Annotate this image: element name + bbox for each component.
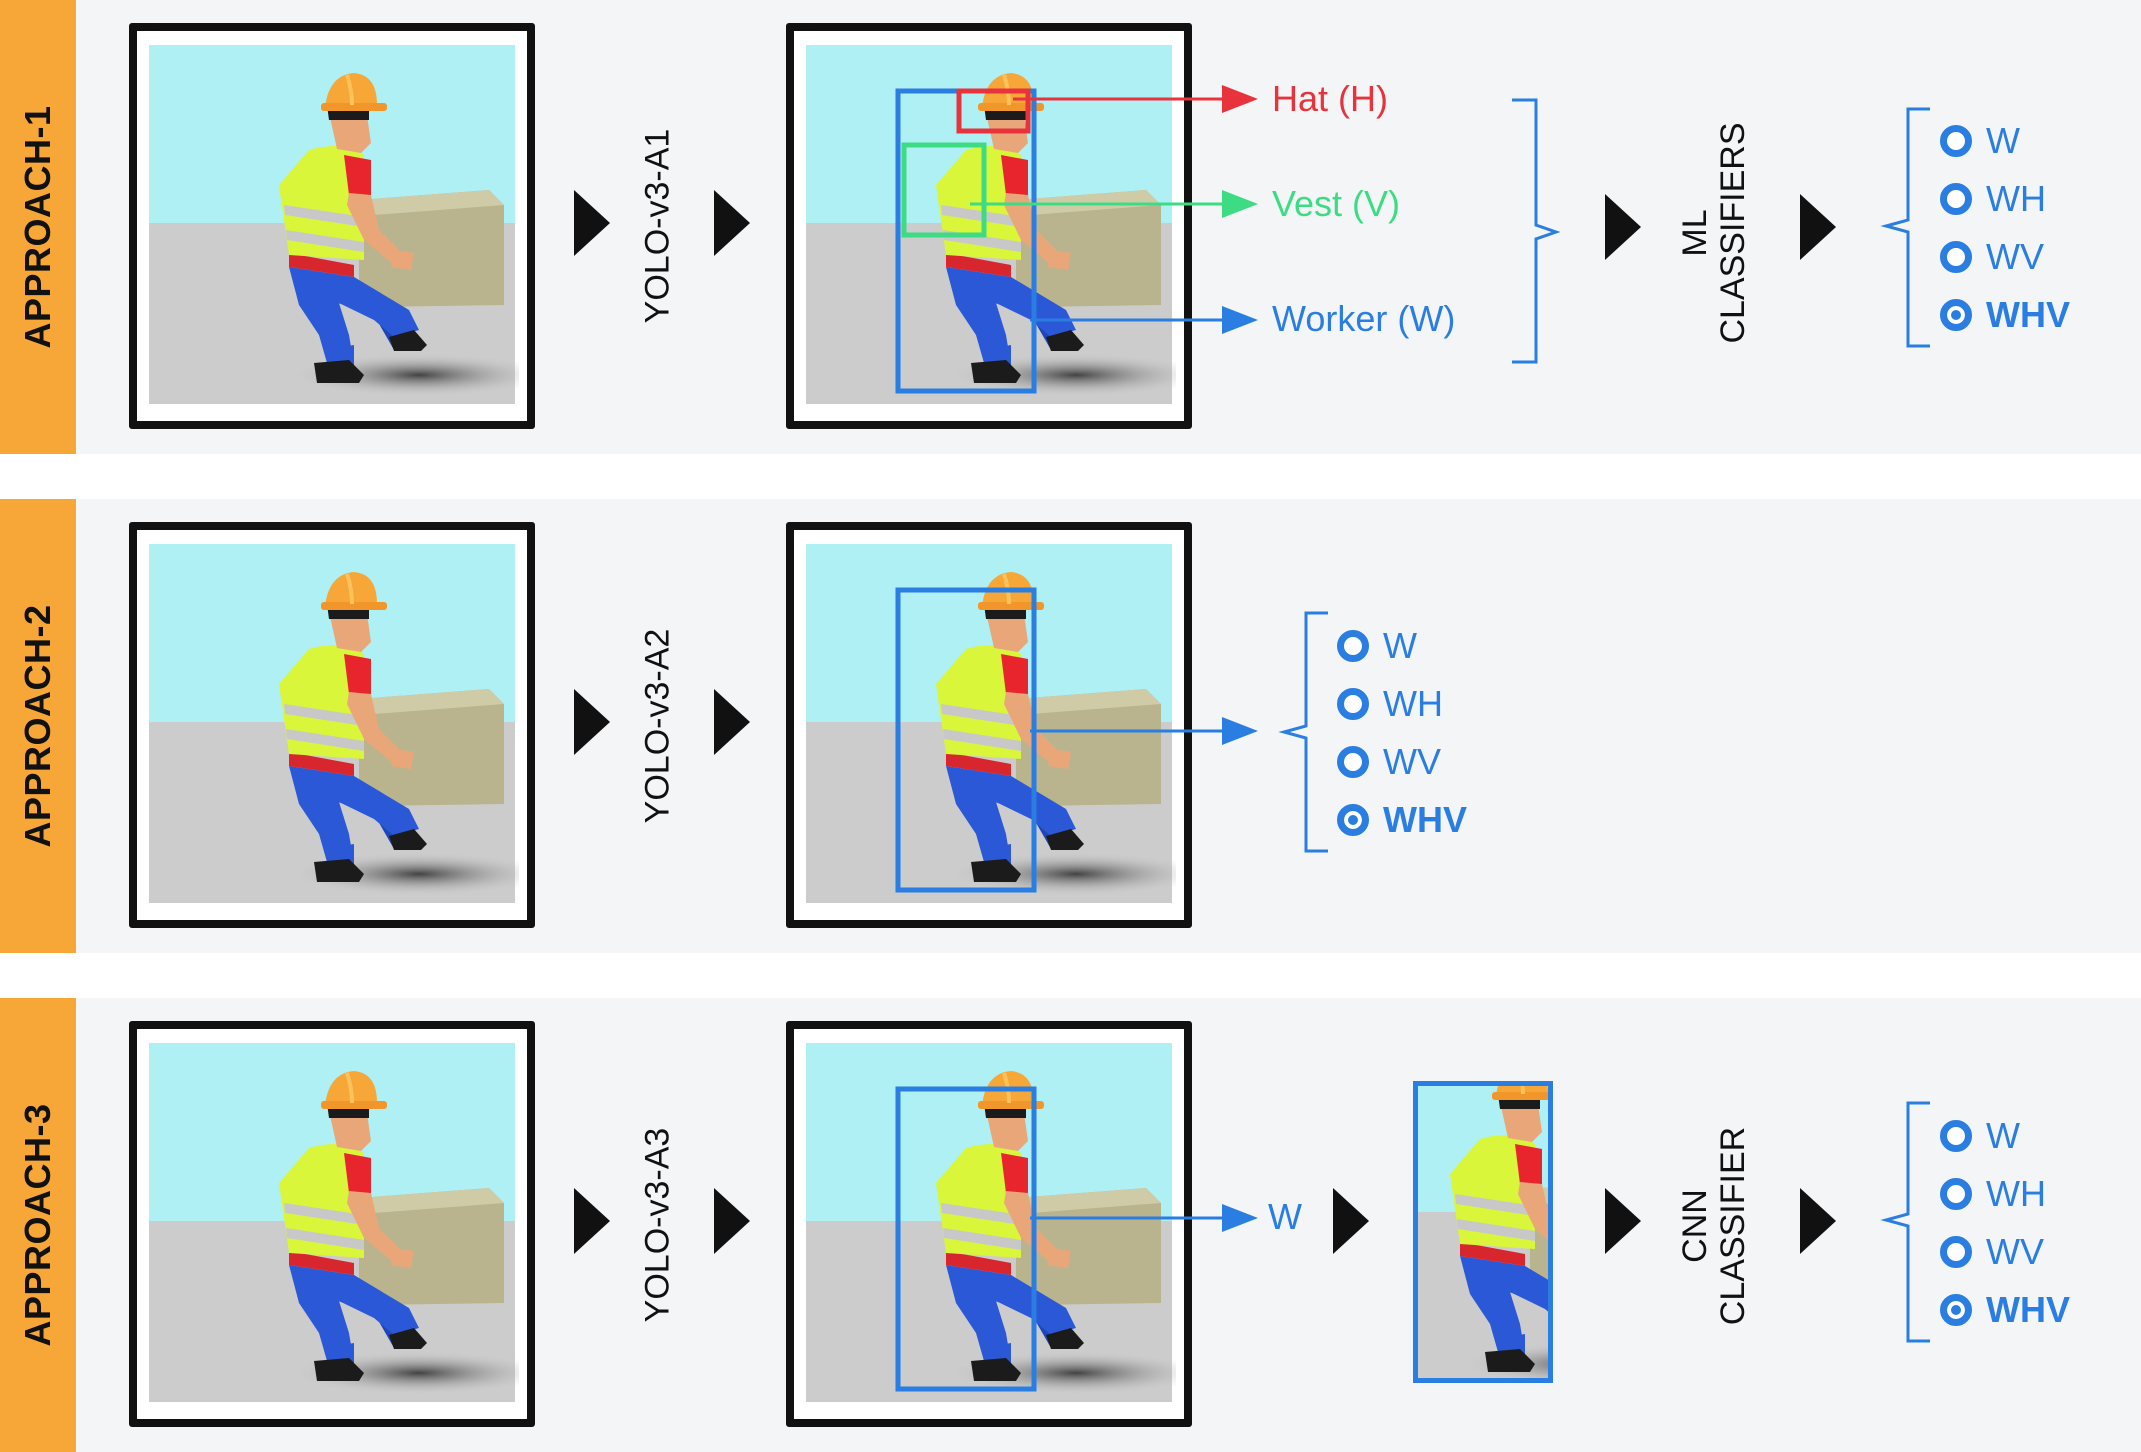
- approach-1-label: APPROACH-1: [17, 105, 58, 349]
- radio-icon: [1940, 1236, 1972, 1268]
- flow-arrow-icon: [1333, 1188, 1369, 1254]
- flow-arrow-icon: [574, 1188, 610, 1254]
- worker-image: [145, 39, 519, 413]
- flow-arrow-icon: [1605, 1188, 1641, 1254]
- worker-image: [145, 1037, 519, 1411]
- worker-image: [802, 39, 1176, 413]
- option-wv: WV: [1940, 236, 2044, 278]
- option-w: W: [1337, 625, 1417, 667]
- model-label-3: YOLO-v3-A3: [638, 1127, 677, 1323]
- detection-image-2: [786, 522, 1192, 928]
- flow-arrow-icon: [714, 689, 750, 755]
- worker-bbox: [895, 587, 1037, 893]
- option-wv: WV: [1940, 1231, 2044, 1273]
- input-image-3: [129, 1021, 535, 1427]
- model-label-1: YOLO-v3-A1: [638, 128, 677, 324]
- worker-image: [802, 538, 1176, 912]
- cropped-worker-image: [1413, 1081, 1553, 1383]
- worker-bbox: [895, 1086, 1037, 1392]
- radio-icon: [1940, 125, 1972, 157]
- input-image-1: [129, 23, 535, 429]
- approach-2-label: APPROACH-2: [17, 604, 58, 848]
- option-whv-selected: WHV: [1940, 294, 2070, 336]
- radio-icon: [1940, 241, 1972, 273]
- cnn-classifier-label: CNN CLASSIFIER: [1676, 1126, 1752, 1326]
- flow-arrow-icon: [1605, 194, 1641, 260]
- radio-selected-icon: [1337, 804, 1369, 836]
- option-wh: WH: [1337, 683, 1443, 725]
- vest-bbox: [901, 142, 987, 238]
- radio-icon: [1337, 630, 1369, 662]
- radio-icon: [1940, 183, 1972, 215]
- radio-icon: [1940, 1178, 1972, 1210]
- option-whv-selected: WHV: [1940, 1289, 2070, 1331]
- crop-label: W: [1268, 1196, 1302, 1237]
- input-image-2: [129, 522, 535, 928]
- approach-1-tab: APPROACH-1: [0, 0, 76, 454]
- hat-bbox: [956, 88, 1031, 134]
- hat-label: Hat (H): [1272, 78, 1388, 119]
- option-whv-selected: WHV: [1337, 799, 1467, 841]
- ml-classifiers-label: ML CLASSIFIERS: [1676, 122, 1752, 344]
- worker-label: Worker (W): [1272, 298, 1456, 339]
- option-wh: WH: [1940, 178, 2046, 220]
- worker-image: [802, 1037, 1176, 1411]
- detection-image-3: [786, 1021, 1192, 1427]
- detection-image-1: [786, 23, 1192, 429]
- flow-arrow-icon: [574, 689, 610, 755]
- flow-arrow-icon: [1800, 1188, 1836, 1254]
- radio-icon: [1337, 688, 1369, 720]
- option-wh: WH: [1940, 1173, 2046, 1215]
- radio-selected-icon: [1940, 299, 1972, 331]
- radio-icon: [1940, 1120, 1972, 1152]
- approach-3-tab: APPROACH-3: [0, 998, 76, 1452]
- option-wv: WV: [1337, 741, 1441, 783]
- flow-arrow-icon: [714, 1188, 750, 1254]
- vest-label: Vest (V): [1272, 183, 1401, 224]
- approach-3-label: APPROACH-3: [17, 1103, 58, 1347]
- flow-arrow-icon: [714, 190, 750, 256]
- option-w: W: [1940, 1115, 2020, 1157]
- model-label-2: YOLO-v3-A2: [638, 628, 677, 824]
- option-w: W: [1940, 120, 2020, 162]
- worker-image: [145, 538, 519, 912]
- radio-selected-icon: [1940, 1294, 1972, 1326]
- flow-arrow-icon: [1800, 194, 1836, 260]
- flow-arrow-icon: [574, 190, 610, 256]
- radio-icon: [1337, 746, 1369, 778]
- approach-2-tab: APPROACH-2: [0, 499, 76, 953]
